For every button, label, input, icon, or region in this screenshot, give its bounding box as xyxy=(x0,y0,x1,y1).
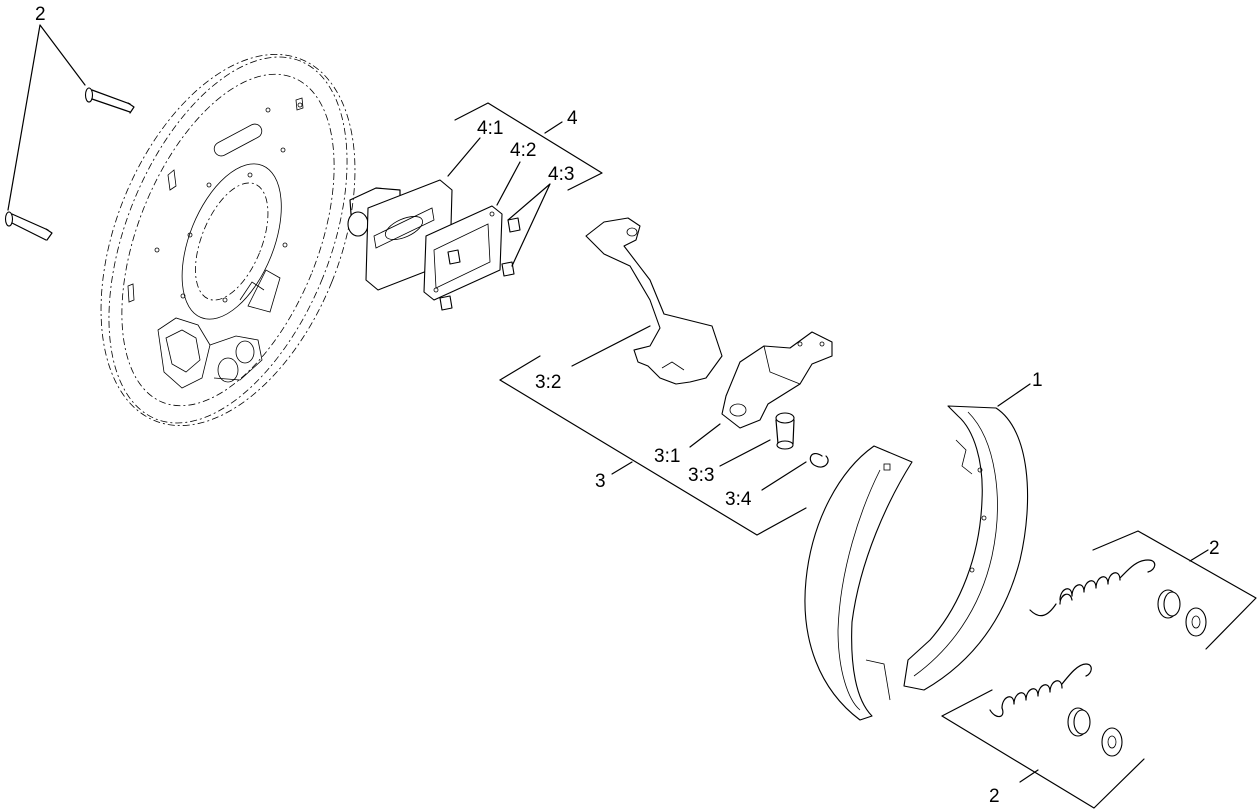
label-3-1: 3:1 xyxy=(654,446,680,467)
label-3-2: 3:2 xyxy=(535,372,561,393)
callout-labels: 2 4 4:1 4:2 4:3 3:2 3:1 3 3:3 3:4 1 2 2 xyxy=(35,4,1220,807)
screws-4-3 xyxy=(439,217,521,311)
label-4-2: 4:2 xyxy=(510,140,536,161)
spring-upper xyxy=(1029,559,1156,617)
clip-3-4 xyxy=(809,453,829,468)
bolt-lower xyxy=(4,211,53,241)
shoe-lining xyxy=(804,445,913,721)
shoe-1 xyxy=(903,405,1029,691)
spring-cup-upper xyxy=(1157,589,1207,637)
bracket-3-1 xyxy=(721,331,833,429)
label-4: 4 xyxy=(567,108,578,129)
label-3: 3 xyxy=(595,471,606,492)
label-4-3: 4:3 xyxy=(548,164,574,185)
leader-lines xyxy=(7,24,1257,809)
spring-lower xyxy=(989,663,1092,718)
lever-3-2 xyxy=(585,217,723,385)
label-2-right: 2 xyxy=(1209,538,1220,559)
spring-cup-lower xyxy=(1067,707,1123,757)
label-1: 1 xyxy=(1032,370,1043,391)
plate-4-2 xyxy=(423,205,503,301)
label-4-1: 4:1 xyxy=(477,118,503,139)
label-2-top: 2 xyxy=(35,4,46,25)
bolt-upper xyxy=(84,87,135,114)
pin-3-3 xyxy=(775,412,795,450)
label-3-3: 3:3 xyxy=(688,465,714,486)
backing-plate xyxy=(100,53,356,427)
label-3-4: 3:4 xyxy=(725,489,752,510)
label-2-bottom: 2 xyxy=(989,786,1000,807)
